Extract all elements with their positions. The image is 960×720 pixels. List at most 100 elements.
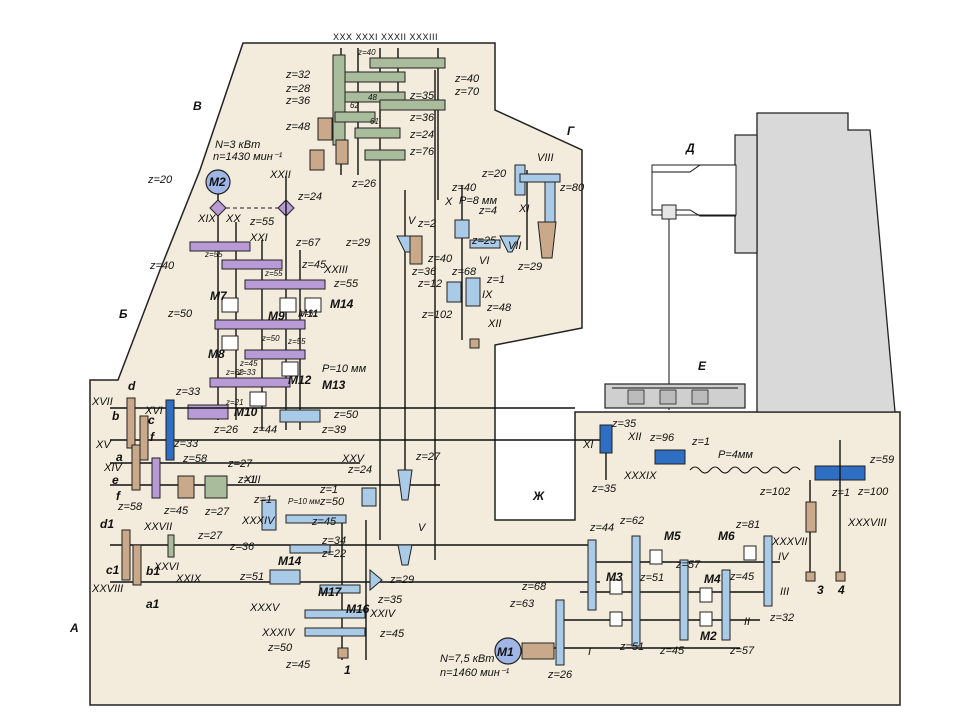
- gear-label: z=40: [427, 253, 453, 265]
- shaft-label: XII: [627, 431, 641, 443]
- shaft-label: III: [780, 586, 789, 598]
- change-gear-letters: d b c a e f f d1 c1 b1 a1 1 3 4: [100, 379, 845, 677]
- gear-letter: 1: [344, 663, 351, 677]
- clutch-label: M7: [210, 289, 228, 303]
- gear-label: z=45: [311, 516, 337, 528]
- gear-letter: d1: [100, 517, 114, 531]
- gear-label: z=1: [237, 474, 256, 486]
- clutch-label: M4: [704, 572, 721, 586]
- gear-label: z=68: [451, 266, 477, 278]
- gear-label: z=36: [409, 112, 435, 124]
- gear-label: z=102: [759, 486, 790, 498]
- gear-label-small: z=62: [225, 368, 244, 377]
- gear-label: z=45: [729, 571, 755, 583]
- gear-label: z=80: [559, 182, 585, 194]
- gear-label: z=1: [253, 494, 272, 506]
- shaft-label: XXXVII: [771, 536, 807, 548]
- gear-label-small: z=33: [237, 368, 256, 377]
- region-letters: В Б А Г Д Е Ж: [69, 99, 707, 635]
- gear-label: z=27: [204, 506, 230, 518]
- gear-label: z=32: [769, 612, 794, 624]
- gear-label: z=50: [267, 642, 293, 654]
- gear-letter: b: [112, 409, 119, 423]
- gear-label: z=44: [589, 522, 614, 534]
- clutch-label: M16: [346, 602, 370, 616]
- gear-label: z=28: [285, 83, 311, 95]
- svg-text:Е: Е: [698, 359, 707, 373]
- gear-label: P=4мм: [718, 449, 753, 461]
- svg-text:n=1460 мин⁻¹: n=1460 мин⁻¹: [440, 667, 510, 679]
- svg-text:Ж: Ж: [532, 489, 545, 503]
- gear-label: z=34: [321, 535, 346, 547]
- shaft-label: XX: [225, 213, 241, 225]
- gear-label: z=48: [285, 121, 311, 133]
- clutch-label: M6: [718, 529, 735, 543]
- gear-letter: 3: [817, 583, 824, 597]
- svg-text:N=7,5 кВт: N=7,5 кВт: [440, 653, 494, 665]
- gear-label: z=51: [619, 641, 644, 653]
- gear-label: z=55: [249, 216, 275, 228]
- gear-letter: a1: [146, 597, 160, 611]
- gear-label: z=24: [409, 129, 434, 141]
- clutch-label: M10: [234, 405, 258, 419]
- gear-label-small: z=21: [225, 398, 244, 407]
- gear-label: z=36: [411, 266, 437, 278]
- gear-letter: f: [150, 430, 155, 444]
- clutch-label: M14: [278, 554, 302, 568]
- gear-label: z=96: [649, 432, 675, 444]
- clutch-label: M9: [268, 309, 285, 323]
- gear-label-small: z=51: [299, 309, 318, 318]
- shaft-label: XII: [487, 318, 501, 330]
- gear-label: z=68: [521, 581, 547, 593]
- gear-label: z=20: [481, 168, 507, 180]
- gear-label: z=45: [659, 645, 685, 657]
- gear-label: z=12: [417, 278, 442, 290]
- gear-label: z=58: [117, 501, 143, 513]
- feed-box-gears: [261, 469, 413, 660]
- svg-text:n=1430 мин⁻¹: n=1430 мин⁻¹: [213, 151, 283, 163]
- gear-label: z=67: [295, 237, 321, 249]
- shaft-label: VII: [508, 240, 521, 252]
- gear-label: z=35: [591, 483, 617, 495]
- gear-label: z=81: [735, 519, 760, 531]
- gear-label: z=55: [333, 278, 359, 290]
- gear-label-small: z=40: [357, 48, 376, 57]
- clutch-label: M12: [288, 373, 312, 387]
- shaft-label: XXV: [341, 453, 366, 465]
- gear-label: z=44: [252, 424, 277, 436]
- gear-label: z=29: [389, 574, 414, 586]
- gear-label-small: 48: [368, 93, 377, 102]
- gear-label: z=1: [831, 487, 850, 499]
- clutch-label: M11: [298, 308, 319, 320]
- shaft-label: X: [444, 196, 453, 208]
- shaft-label: XI: [582, 439, 593, 451]
- shaft-label: XXXIX: [623, 470, 657, 482]
- feed-mechanism: [396, 164, 561, 349]
- gear-label: z=48: [486, 302, 512, 314]
- svg-text:Б: Б: [119, 307, 128, 321]
- shaft-label: XI: [518, 203, 529, 215]
- gear-letter: 4: [837, 583, 845, 597]
- gear-label: z=102: [421, 309, 452, 321]
- shaft-label: XXXIV: [261, 627, 296, 639]
- gear-label-small: 62: [350, 101, 359, 110]
- shaft-label: XXIII: [323, 264, 348, 276]
- gear-letter: a: [116, 450, 123, 464]
- gear-label: z=40: [451, 182, 477, 194]
- gear-label: z=50: [167, 308, 193, 320]
- gear-label: z=100: [857, 486, 889, 498]
- speed-gearbox: [187, 222, 326, 430]
- gear-label: z=59: [869, 454, 894, 466]
- gear-label: z=26: [547, 669, 573, 681]
- gear-label: z=35: [409, 90, 435, 102]
- gear-letter: c1: [106, 563, 120, 577]
- gear-label: z=70: [454, 86, 480, 98]
- shaft-label: XXVI: [153, 561, 179, 573]
- svg-text:В: В: [193, 99, 202, 113]
- gear-letter: c: [148, 413, 155, 427]
- gear-letter: e: [112, 473, 119, 487]
- gear-label: z=63: [509, 598, 535, 610]
- gear-label-small: 61: [370, 117, 379, 126]
- table-feed-box: [599, 424, 866, 582]
